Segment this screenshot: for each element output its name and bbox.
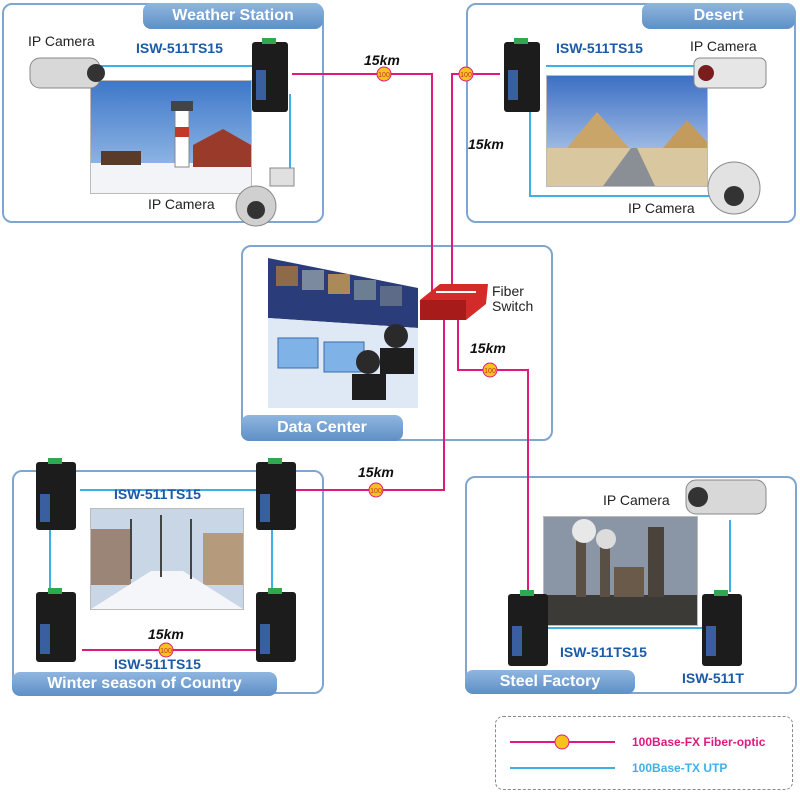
switch-winter-tl xyxy=(36,458,76,530)
winter-ring-distance: 15km xyxy=(148,626,184,642)
fiber-desert xyxy=(451,73,500,298)
desert-camera1-label: IP Camera xyxy=(690,38,757,54)
winter-switch-bottom-label: ISW-511TS15 xyxy=(114,656,201,672)
weather-camera1-label: IP Camera xyxy=(28,33,95,49)
switch-desert xyxy=(504,38,540,112)
steel-switch-left-label: ISW-511TS15 xyxy=(560,644,647,660)
data-center-title: Data Center xyxy=(241,415,403,441)
badge-ring-bg xyxy=(158,642,174,658)
badge-winter-text: 100 xyxy=(370,488,382,495)
fiber-winter xyxy=(296,318,445,491)
camera-desert-bullet-icon xyxy=(693,57,767,89)
switch-steel-left xyxy=(508,590,548,666)
pyramids-photo xyxy=(546,75,708,187)
weather-station-title: Weather Station xyxy=(143,3,323,29)
badge-steel-bg xyxy=(482,362,498,378)
desert-title: Desert xyxy=(642,3,795,29)
legend-fiber-badge xyxy=(554,734,570,750)
legend-utp-text: 100Base-TX UTP xyxy=(632,761,728,775)
legend-box xyxy=(495,716,793,790)
lighthouse-photo xyxy=(90,80,252,194)
legend-fiber-text: 100Base-FX Fiber-optic xyxy=(632,735,766,749)
badge-ring-text: 100 xyxy=(160,648,172,655)
fiber-switch-label-1: Fiber xyxy=(492,283,524,299)
video-wall-photo xyxy=(268,258,418,408)
camera-weather-bullet-icon xyxy=(29,57,105,89)
weather-camera2-label: IP Camera xyxy=(148,196,215,212)
badges: 100 100 100 100 100 xyxy=(158,66,498,658)
fiber-weather xyxy=(292,73,433,298)
steel-switch-right-label: ISW-511T xyxy=(682,670,744,686)
steel-camera-label: IP Camera xyxy=(603,492,670,508)
desert-distance: 15km xyxy=(468,136,504,152)
weather-distance: 15km xyxy=(364,52,400,68)
switch-winter-br xyxy=(256,588,296,662)
switch-steel-right xyxy=(702,590,742,666)
badge-weather-text: 100 xyxy=(378,72,390,79)
factory-photo xyxy=(543,516,698,626)
fiber-steel xyxy=(457,320,529,596)
switch-winter-bl xyxy=(36,588,76,662)
switch-winter-tr xyxy=(256,458,296,530)
camera-steel-bullet-icon xyxy=(685,479,767,515)
badge-winter-bg xyxy=(368,482,384,498)
snowy-street-photo xyxy=(90,508,244,610)
cameras xyxy=(29,57,767,515)
badge-weather-bg xyxy=(376,66,392,82)
fiber-switch-label-2: Switch xyxy=(492,298,534,314)
winter-switch-top-label: ISW-511TS15 xyxy=(114,486,201,502)
fiber-switch-icon xyxy=(420,284,488,320)
badge-desert-bg xyxy=(458,66,474,82)
desert-switch-label: ISW-511TS15 xyxy=(556,40,643,56)
steel-distance: 15km xyxy=(470,340,506,356)
switches xyxy=(36,38,742,666)
winter-distance: 15km xyxy=(358,464,394,480)
switch-weather xyxy=(252,38,288,112)
steel-factory-title: Steel Factory xyxy=(465,670,635,694)
winter-title: Winter season of Country xyxy=(12,672,277,696)
badge-desert-text: 100 xyxy=(460,72,472,79)
weather-switch-label: ISW-511TS15 xyxy=(136,40,223,56)
desert-camera2-label: IP Camera xyxy=(628,200,695,216)
camera-desert-dome-icon xyxy=(707,161,761,215)
camera-weather-dome-icon xyxy=(235,167,295,227)
badge-steel-text: 100 xyxy=(484,368,496,375)
utp-desert-cam2 xyxy=(529,110,720,197)
